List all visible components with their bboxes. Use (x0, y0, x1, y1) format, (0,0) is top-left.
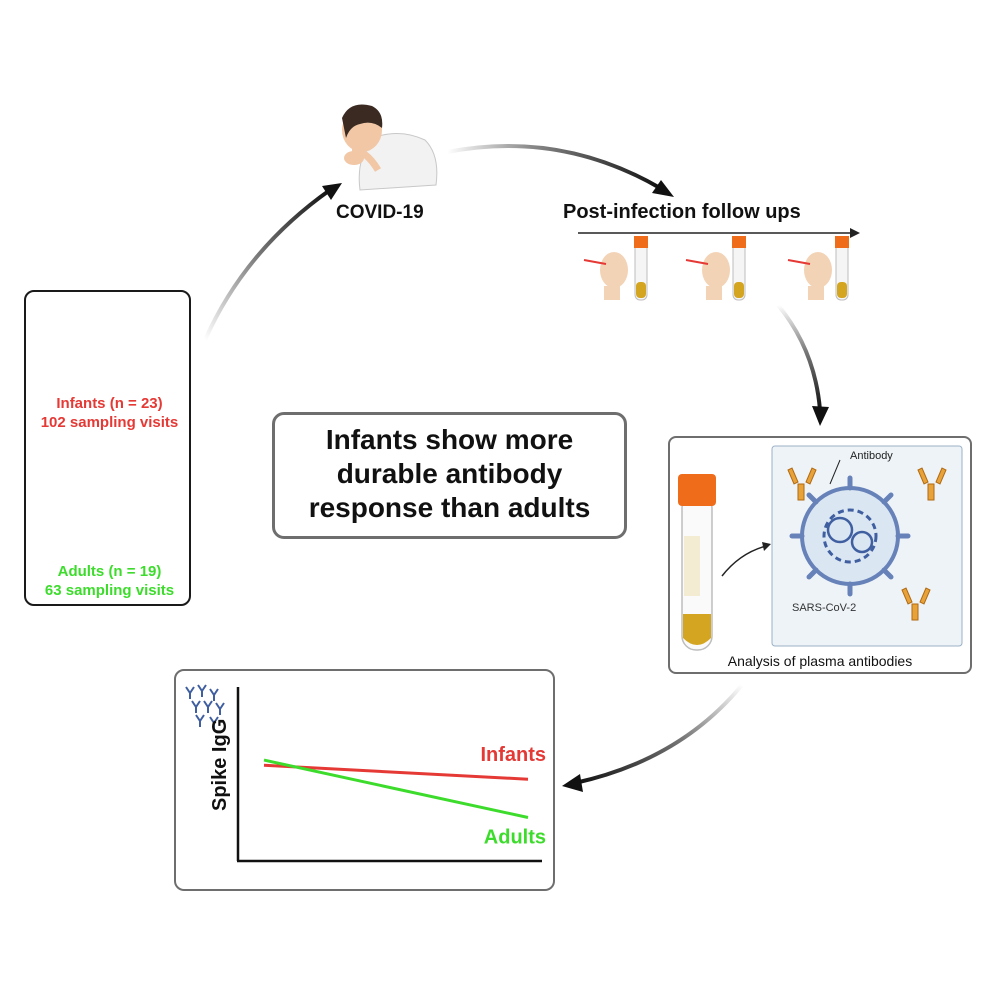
plasma-illustration (678, 445, 963, 651)
timeline-arrow (578, 228, 860, 238)
plasma-tube-icon (678, 474, 716, 651)
series-label-adults: Adults (484, 827, 546, 849)
blood-tube-icon (634, 236, 849, 301)
conclusion-box: Infants show more durable antibody respo… (272, 412, 627, 539)
virus-icon (789, 475, 911, 597)
arrow-cohort-to-covid (203, 183, 342, 341)
infants-count: Infants (n = 23) (56, 395, 163, 412)
series-label-infants: Infants (480, 744, 546, 766)
plasma-caption: Analysis of plasma antibodies (727, 653, 913, 669)
series-line-infants (263, 763, 529, 781)
nasal-swab-icon (583, 252, 832, 300)
arrow-covid-to-followup (446, 144, 674, 197)
followup-label: Post-infection follow ups (563, 201, 801, 223)
conclusion-line-1: Infants show more (325, 424, 574, 455)
arrow-plasma-to-chart (562, 683, 744, 792)
coughing-person-icon (342, 104, 438, 191)
conclusion-line-2: durable antibody (336, 458, 563, 489)
antibody-label: Antibody (850, 450, 893, 462)
adults-count: Adults (n = 19) (57, 563, 162, 580)
virus-label: SARS-CoV-2 (792, 602, 857, 614)
infants-visits: 102 sampling visits (40, 414, 179, 431)
arrow-followup-to-plasma (776, 303, 829, 426)
conclusion-line-3: response than adults (308, 492, 591, 523)
antibody-icon (787, 467, 947, 621)
plasma-analysis-box: Antibody SARS-CoV-2 Analysis of plasma a… (668, 436, 972, 674)
covid-label: COVID-19 (336, 202, 424, 223)
series-line-adults (263, 758, 529, 819)
antibody-cluster-icon (185, 684, 225, 729)
y-axis-label: Spike IgG (209, 719, 231, 811)
cohort-box: Infants (n = 23) 102 sampling visits Adu… (24, 290, 191, 606)
adults-visits: 63 sampling visits (44, 582, 175, 599)
